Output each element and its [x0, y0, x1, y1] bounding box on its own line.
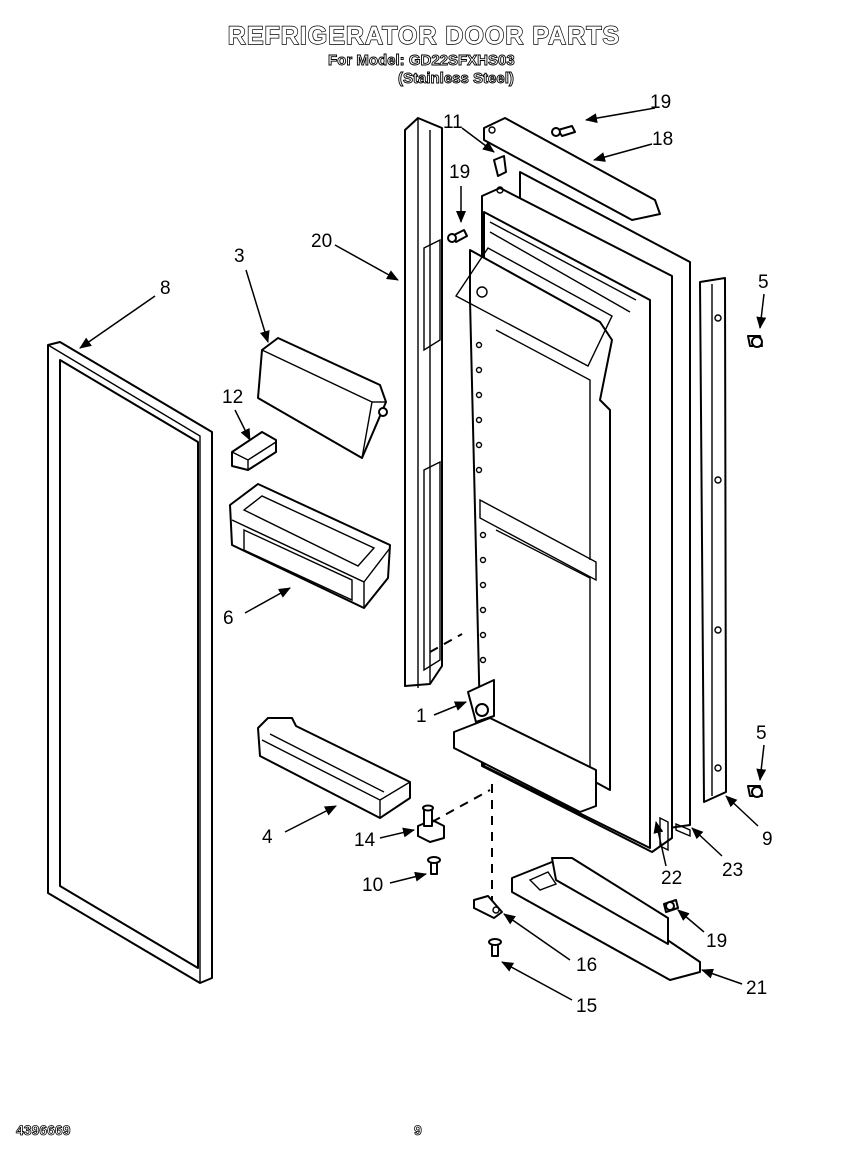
callout-10: 10: [362, 875, 383, 896]
callout-3: 3: [234, 246, 245, 267]
door-assembly-part: [453, 171, 691, 853]
screw-part-19-bottom: [663, 899, 679, 913]
callout-22: 22: [661, 868, 682, 889]
trim-strip-part: [404, 117, 443, 688]
callout-6: 6: [223, 608, 234, 629]
callout-21: 21: [746, 978, 767, 999]
dairy-door-part: [257, 337, 388, 459]
screw-part-5-top: [747, 335, 763, 348]
door-gasket-part: [47, 341, 213, 984]
callout-11: 11: [443, 112, 463, 133]
finish-line: (Stainless Steel): [398, 70, 515, 88]
callout-18: 18: [652, 129, 673, 150]
callout-23: 23: [722, 860, 743, 881]
screw-part-5-bottom: [747, 785, 763, 798]
screw-part-19-left: [447, 229, 468, 243]
screw-part-15: [488, 938, 502, 957]
callout-8: 8: [160, 278, 171, 299]
callout-20: 20: [311, 231, 332, 252]
door-bin-part: [229, 483, 391, 609]
page-title: REFRIGERATOR DOOR PARTS: [227, 21, 621, 50]
callout-19-bottom: 19: [706, 931, 727, 952]
document-number: 4396669: [16, 1122, 71, 1139]
callout-1: 1: [416, 706, 427, 727]
callout-15: 15: [576, 996, 597, 1017]
screw-part-11: [493, 155, 507, 194]
callout-19-top: 19: [650, 92, 671, 113]
shelf-bin-part: [257, 717, 411, 819]
leader-lines: [79, 107, 767, 1001]
side-trim-part: [699, 277, 727, 803]
hinge-block-part: [473, 895, 503, 919]
callout-14: 14: [354, 830, 376, 851]
callout-9: 9: [762, 829, 773, 850]
callout-12: 12: [222, 387, 243, 408]
clip-part: [231, 431, 277, 471]
bottom-hinge-part: [511, 857, 701, 981]
page-number: 9: [414, 1122, 423, 1139]
callout-19-left: 19: [449, 162, 470, 183]
hinge-pin-part: [417, 804, 445, 843]
screw-part-19-top: [551, 125, 576, 137]
screw-part-10: [427, 856, 441, 875]
callout-4: 4: [262, 827, 273, 848]
callout-5-bottom: 5: [756, 723, 767, 744]
callout-16: 16: [576, 955, 597, 976]
model-line: For Model: GD22SFXHS03: [328, 52, 516, 70]
callout-5-top: 5: [758, 272, 769, 293]
top-trim-part: [483, 117, 661, 221]
